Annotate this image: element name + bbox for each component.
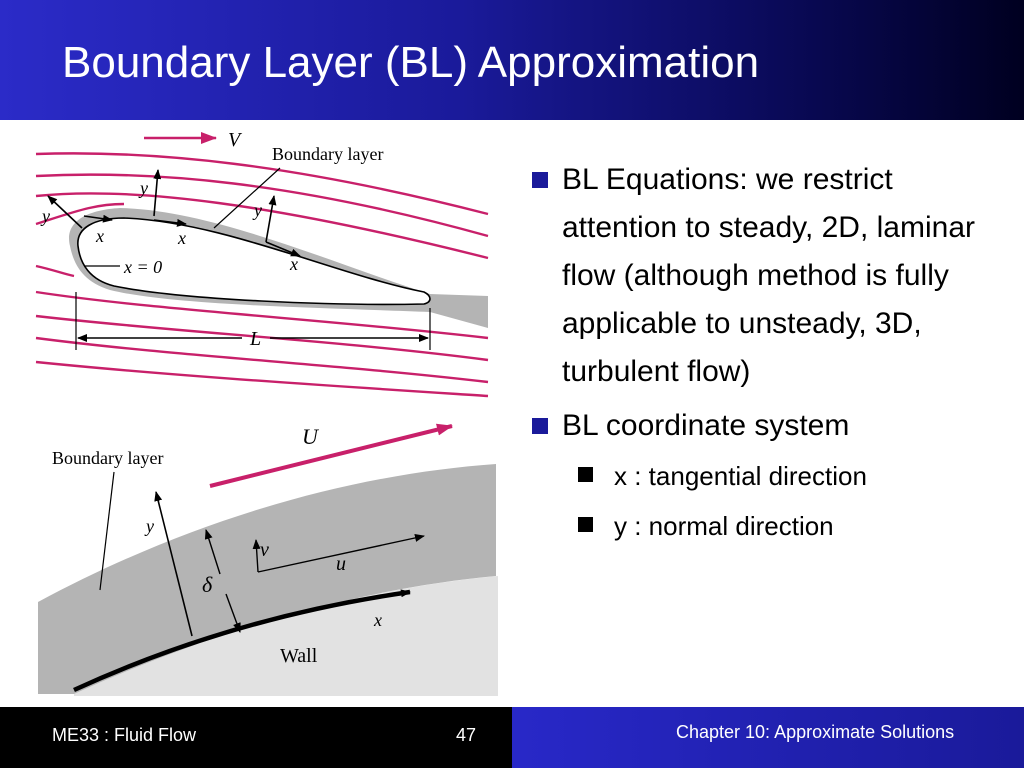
- sub-bullet-y: y : normal direction: [528, 502, 1008, 550]
- footer-chapter: Chapter 10: Approximate Solutions: [676, 722, 955, 742]
- bottom-panel: U Boundary layer y δ v u x Wall: [34, 423, 498, 696]
- bullet-marker: [532, 418, 548, 434]
- y-axis-arrow: [153, 169, 162, 217]
- wall-region: [74, 576, 498, 696]
- streamline: [35, 290, 489, 340]
- footer-right: [512, 707, 1024, 768]
- y-label-3: y: [252, 200, 262, 220]
- x-label-3: x: [289, 254, 298, 274]
- x-axis-arrow: [265, 241, 301, 257]
- v-label: v: [260, 539, 269, 561]
- footer-page-number: 47: [456, 725, 477, 745]
- sub-bullet-x: x : tangential direction: [528, 452, 1008, 500]
- x-axis-arrow: [153, 218, 187, 227]
- x-label-1: x: [95, 226, 104, 246]
- delta-arrow-down: [225, 593, 241, 633]
- footer-course: ME33 : Fluid Flow: [52, 725, 197, 745]
- footer-left: [0, 707, 512, 768]
- v-component-arrow: [252, 539, 261, 573]
- normal-y-arrow: [154, 491, 193, 637]
- delta-label: δ: [202, 572, 213, 597]
- bottom-x-label: x: [373, 610, 382, 630]
- streamline: [35, 360, 489, 398]
- streamlines: [35, 152, 489, 398]
- y-axis-arrow: [265, 195, 277, 243]
- y-axis-arrow: [47, 195, 83, 229]
- slide-title: Boundary Layer (BL) Approximation: [62, 38, 760, 87]
- streamline: [35, 173, 489, 238]
- y-label-2: y: [138, 178, 148, 198]
- boundary-layer-figure: V Boundary layer y x y x y x x = 0: [34, 124, 498, 696]
- x-label-2: x: [177, 228, 186, 248]
- u-component-arrow: [257, 533, 425, 573]
- bullet-list: BL Equations: we restrict attention to s…: [528, 156, 1008, 550]
- velocity-label: U: [302, 424, 320, 449]
- bottom-boundary-layer-leader: [99, 471, 115, 591]
- bottom-y-label: y: [144, 516, 154, 536]
- figure-svg: V Boundary layer y x y x y x x = 0: [34, 124, 498, 696]
- bullet-marker: [532, 172, 548, 188]
- sub-bullet-text: x : tangential direction: [614, 461, 867, 491]
- delta-arrow-up: [204, 529, 221, 575]
- bullet-bl-coordinate-system: BL coordinate system: [528, 402, 1008, 450]
- bullet-bl-equations: BL Equations: we restrict attention to s…: [528, 156, 1008, 396]
- wall-label: Wall: [280, 645, 318, 667]
- top-panel: V Boundary layer y x y x y x x = 0: [34, 124, 498, 424]
- sub-bullet-text: y : normal direction: [614, 511, 834, 541]
- streamline: [35, 152, 489, 216]
- velocity-arrow: [209, 423, 453, 488]
- wall-line: [73, 589, 411, 693]
- y-label-1: y: [40, 206, 50, 226]
- bullet-text: BL Equations: we restrict attention to s…: [562, 163, 975, 388]
- streamline: [35, 202, 125, 226]
- title-bar: Boundary Layer (BL) Approximation: [0, 0, 1024, 120]
- length-label: L: [249, 328, 261, 350]
- streamline: [35, 192, 489, 260]
- sub-bullet-marker: [578, 517, 593, 532]
- origin-label: x = 0: [123, 257, 162, 277]
- free-stream-label: V: [228, 129, 243, 151]
- streamline: [35, 264, 75, 278]
- x-axis-arrow: [83, 214, 113, 223]
- streamline: [35, 314, 489, 362]
- bullet-text: BL coordinate system: [562, 409, 850, 442]
- bottom-boundary-layer-label: Boundary layer: [52, 448, 163, 468]
- sub-bullet-marker: [578, 467, 593, 482]
- top-boundary-layer-label: Boundary layer: [272, 144, 383, 164]
- u-label: u: [336, 553, 346, 575]
- airfoil-body: [77, 217, 431, 306]
- streamline: [35, 336, 489, 384]
- wall-boundary-layer: [38, 464, 496, 694]
- top-boundary-layer-leader: [213, 167, 281, 229]
